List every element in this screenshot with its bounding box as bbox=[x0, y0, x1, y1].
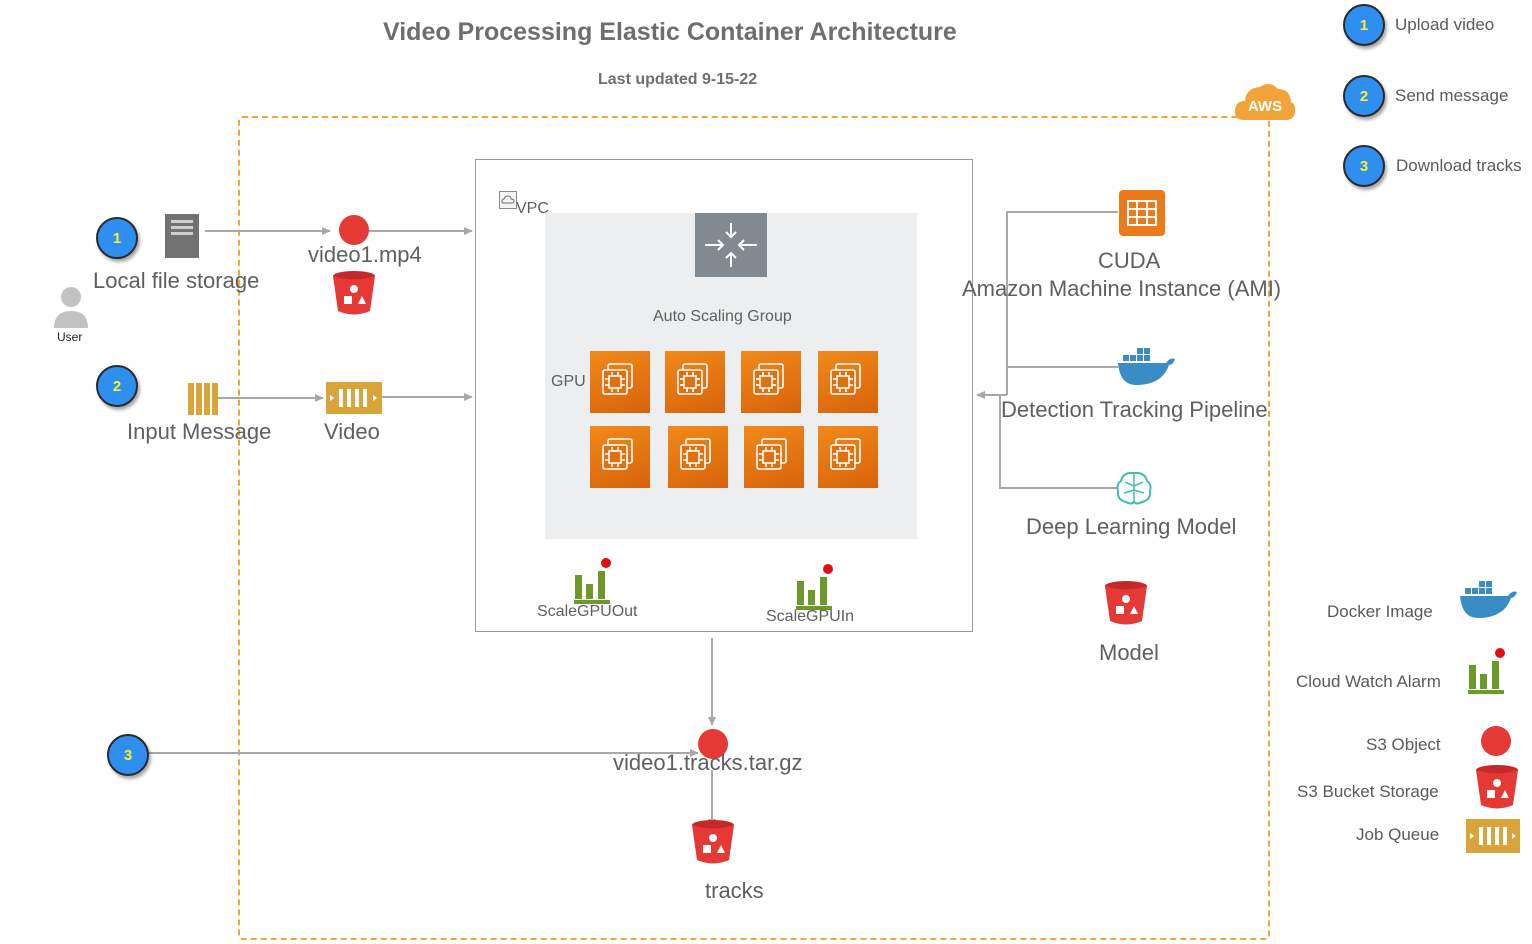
user-icon bbox=[54, 287, 88, 328]
legend-step-2-badge: 2 bbox=[1343, 75, 1385, 117]
s3-bucket-icon bbox=[333, 271, 375, 315]
step-2-badge: 2 bbox=[96, 365, 138, 407]
legend-docker-text: Docker Image bbox=[1327, 602, 1433, 621]
step-1-badge: 1 bbox=[96, 217, 138, 259]
gpu-instance-icon-2 bbox=[665, 351, 725, 413]
user-label: User bbox=[57, 330, 83, 344]
legend-step-3-text: Download tracks bbox=[1396, 156, 1522, 175]
aws-label: AWS bbox=[1248, 98, 1282, 115]
diagram-subtitle: Last updated 9-15-22 bbox=[598, 71, 758, 88]
gpu-instance-icon-1 bbox=[590, 351, 650, 413]
pipeline-label: Detection Tracking Pipeline bbox=[1001, 397, 1268, 422]
scale-out-alarm-icon bbox=[574, 558, 611, 604]
legend-s3-bucket-icon bbox=[1476, 765, 1518, 809]
scale-in-label: ScaleGPUIn bbox=[766, 608, 855, 625]
diagram-title: Video Processing Elastic Container Archi… bbox=[383, 18, 957, 46]
file-storage-icon bbox=[165, 214, 199, 258]
auto-scaling-icon bbox=[695, 213, 767, 277]
tracks-object-icon bbox=[698, 729, 728, 759]
model-bucket-icon bbox=[1105, 581, 1147, 625]
legend-s3-bucket-text: S3 Bucket Storage bbox=[1297, 782, 1439, 801]
gpu-instance-icon-3 bbox=[741, 351, 801, 413]
legend-step-1-badge: 1 bbox=[1343, 4, 1385, 46]
video-object-label: video1.mp4 bbox=[308, 242, 422, 267]
input-message-label: Input Message bbox=[127, 419, 272, 444]
docker-icon bbox=[1118, 348, 1175, 385]
legend-s3-object-icon bbox=[1481, 726, 1511, 756]
legend-docker-icon bbox=[1460, 581, 1517, 618]
legend-job-queue-icon bbox=[1466, 819, 1520, 853]
gpu-instance-icon-7 bbox=[744, 426, 804, 488]
deep-learning-icon bbox=[1116, 471, 1152, 505]
local-storage-label: Local file storage bbox=[93, 268, 260, 293]
gpu-instance-icon-4 bbox=[818, 351, 878, 413]
legend-cloudwatch-alarm-icon bbox=[1468, 648, 1505, 694]
cuda-ami-icon bbox=[1119, 190, 1165, 236]
step-3-badge: 3 bbox=[107, 734, 149, 776]
legend-step-3-badge: 3 bbox=[1343, 145, 1385, 187]
aws-cloud-boundary bbox=[238, 116, 1270, 940]
message-icon bbox=[188, 383, 218, 415]
asg-label: Auto Scaling Group bbox=[653, 308, 792, 325]
vpc-label: VPC bbox=[516, 200, 549, 217]
legend-job-queue-text: Job Queue bbox=[1356, 825, 1440, 844]
line-cuda bbox=[1006, 211, 1118, 395]
gpu-label: GPU bbox=[551, 373, 586, 390]
tracks-bucket-label: tracks bbox=[705, 878, 764, 903]
vpc-cloud-icon bbox=[499, 191, 517, 209]
tracks-object-label: video1.tracks.tar.gz bbox=[613, 750, 803, 775]
legend-step-1-text: Upload video bbox=[1395, 15, 1495, 34]
cuda-label: CUDA bbox=[1098, 248, 1161, 273]
legend-s3-object-text: S3 Object bbox=[1366, 735, 1441, 754]
gpu-instance-icon-8 bbox=[818, 426, 878, 488]
aws-cloud-icon: AWS bbox=[1234, 83, 1296, 120]
s3-object-icon bbox=[339, 215, 369, 245]
model-label: Model bbox=[1099, 640, 1159, 665]
dl-model-label: Deep Learning Model bbox=[1026, 514, 1237, 539]
gpu-instance-icon-5 bbox=[590, 426, 650, 488]
legend-step-2-text: Send message bbox=[1395, 86, 1509, 105]
legend-alarm-text: Cloud Watch Alarm bbox=[1296, 672, 1441, 691]
job-queue-icon bbox=[326, 382, 382, 414]
scale-out-label: ScaleGPUOut bbox=[537, 603, 638, 620]
scale-in-alarm-icon bbox=[796, 564, 833, 610]
video-queue-label: Video bbox=[324, 419, 380, 444]
gpu-instance-icon-6 bbox=[668, 426, 728, 488]
ami-label: Amazon Machine Instance (AMI) bbox=[962, 276, 1282, 301]
tracks-bucket-icon bbox=[692, 820, 734, 864]
line-ml bbox=[999, 395, 1118, 489]
